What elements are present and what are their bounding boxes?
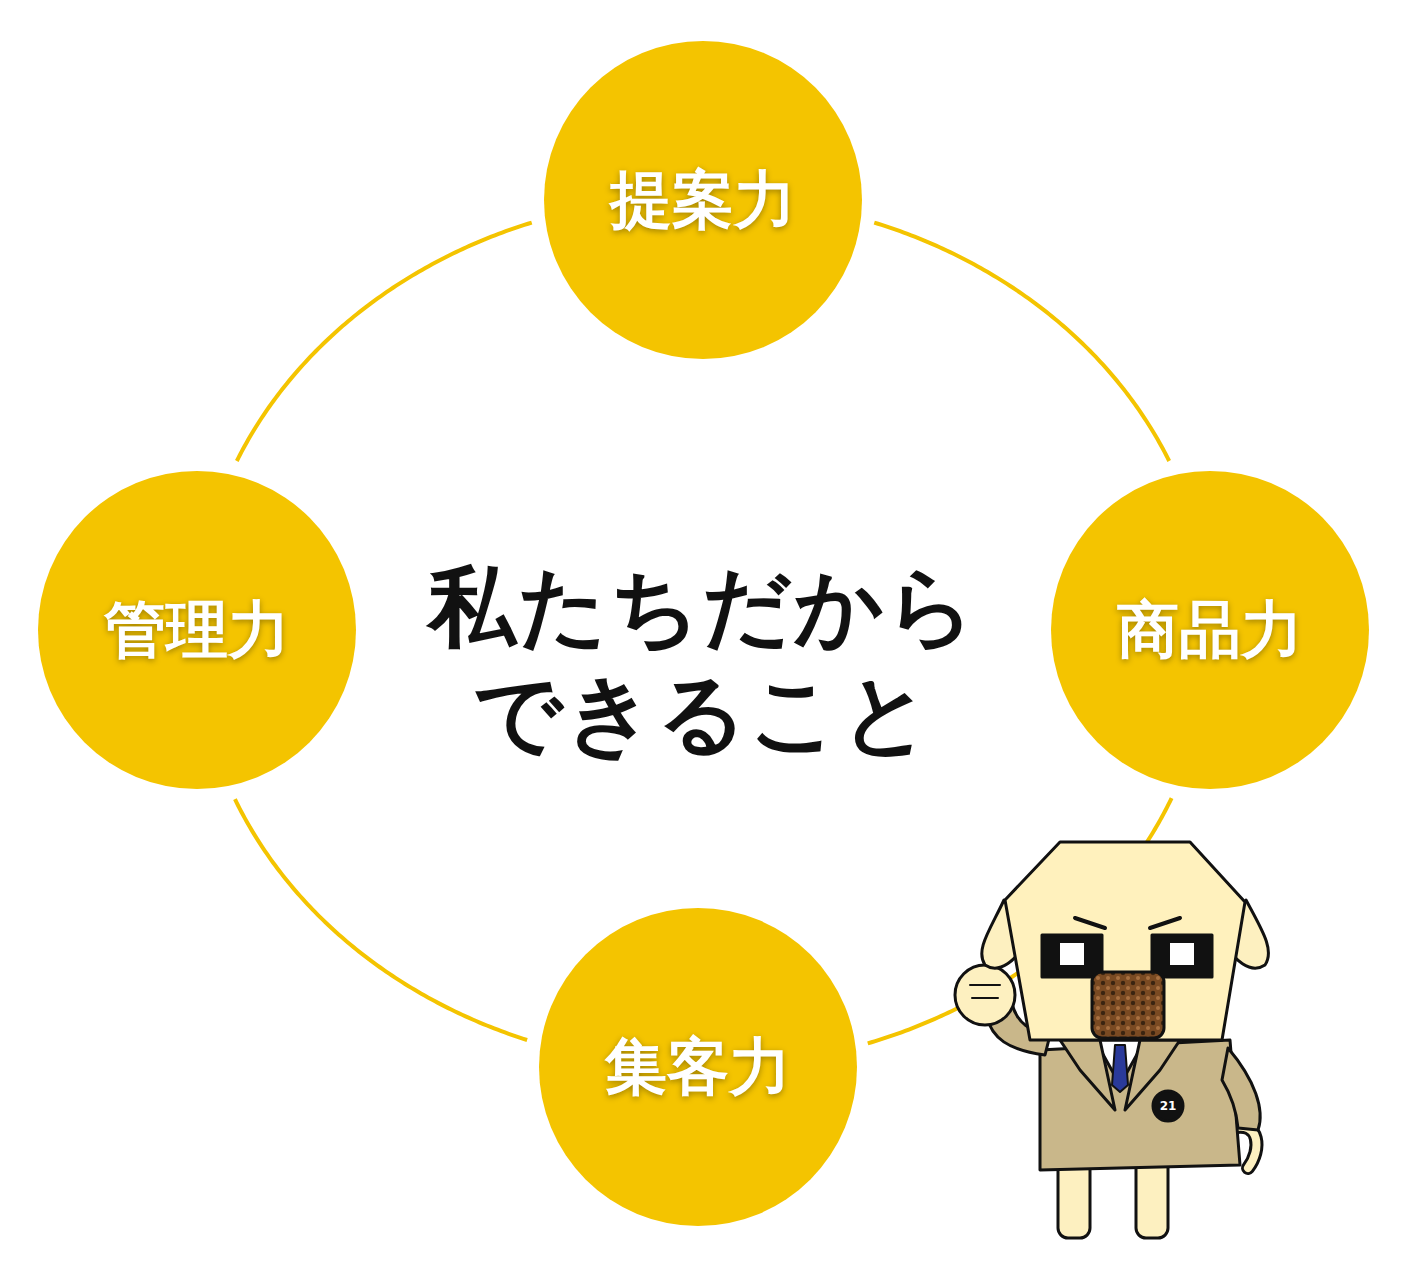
feature-circle: 管理力 [38, 471, 356, 789]
circle-label: 集客力 [605, 1033, 791, 1101]
center-heading: 私たちだから できること [413, 553, 993, 768]
feature-circle: 商品力 [1051, 471, 1369, 789]
circle-fill [38, 471, 356, 789]
circle-label: 管理力 [104, 596, 290, 664]
circle-fill [1051, 471, 1369, 789]
circle-label: 商品力 [1117, 596, 1303, 664]
feature-circle: 集客力 [539, 908, 857, 1226]
ring-segment [874, 223, 1169, 461]
circle-fill [544, 41, 862, 359]
badge-number: 21 [1160, 1100, 1177, 1112]
circle-label: 提案力 [610, 166, 796, 234]
feature-circle: 提案力 [544, 41, 862, 359]
circle-fill [539, 908, 857, 1226]
ring-segment [235, 799, 527, 1040]
ring-segment [237, 223, 532, 461]
